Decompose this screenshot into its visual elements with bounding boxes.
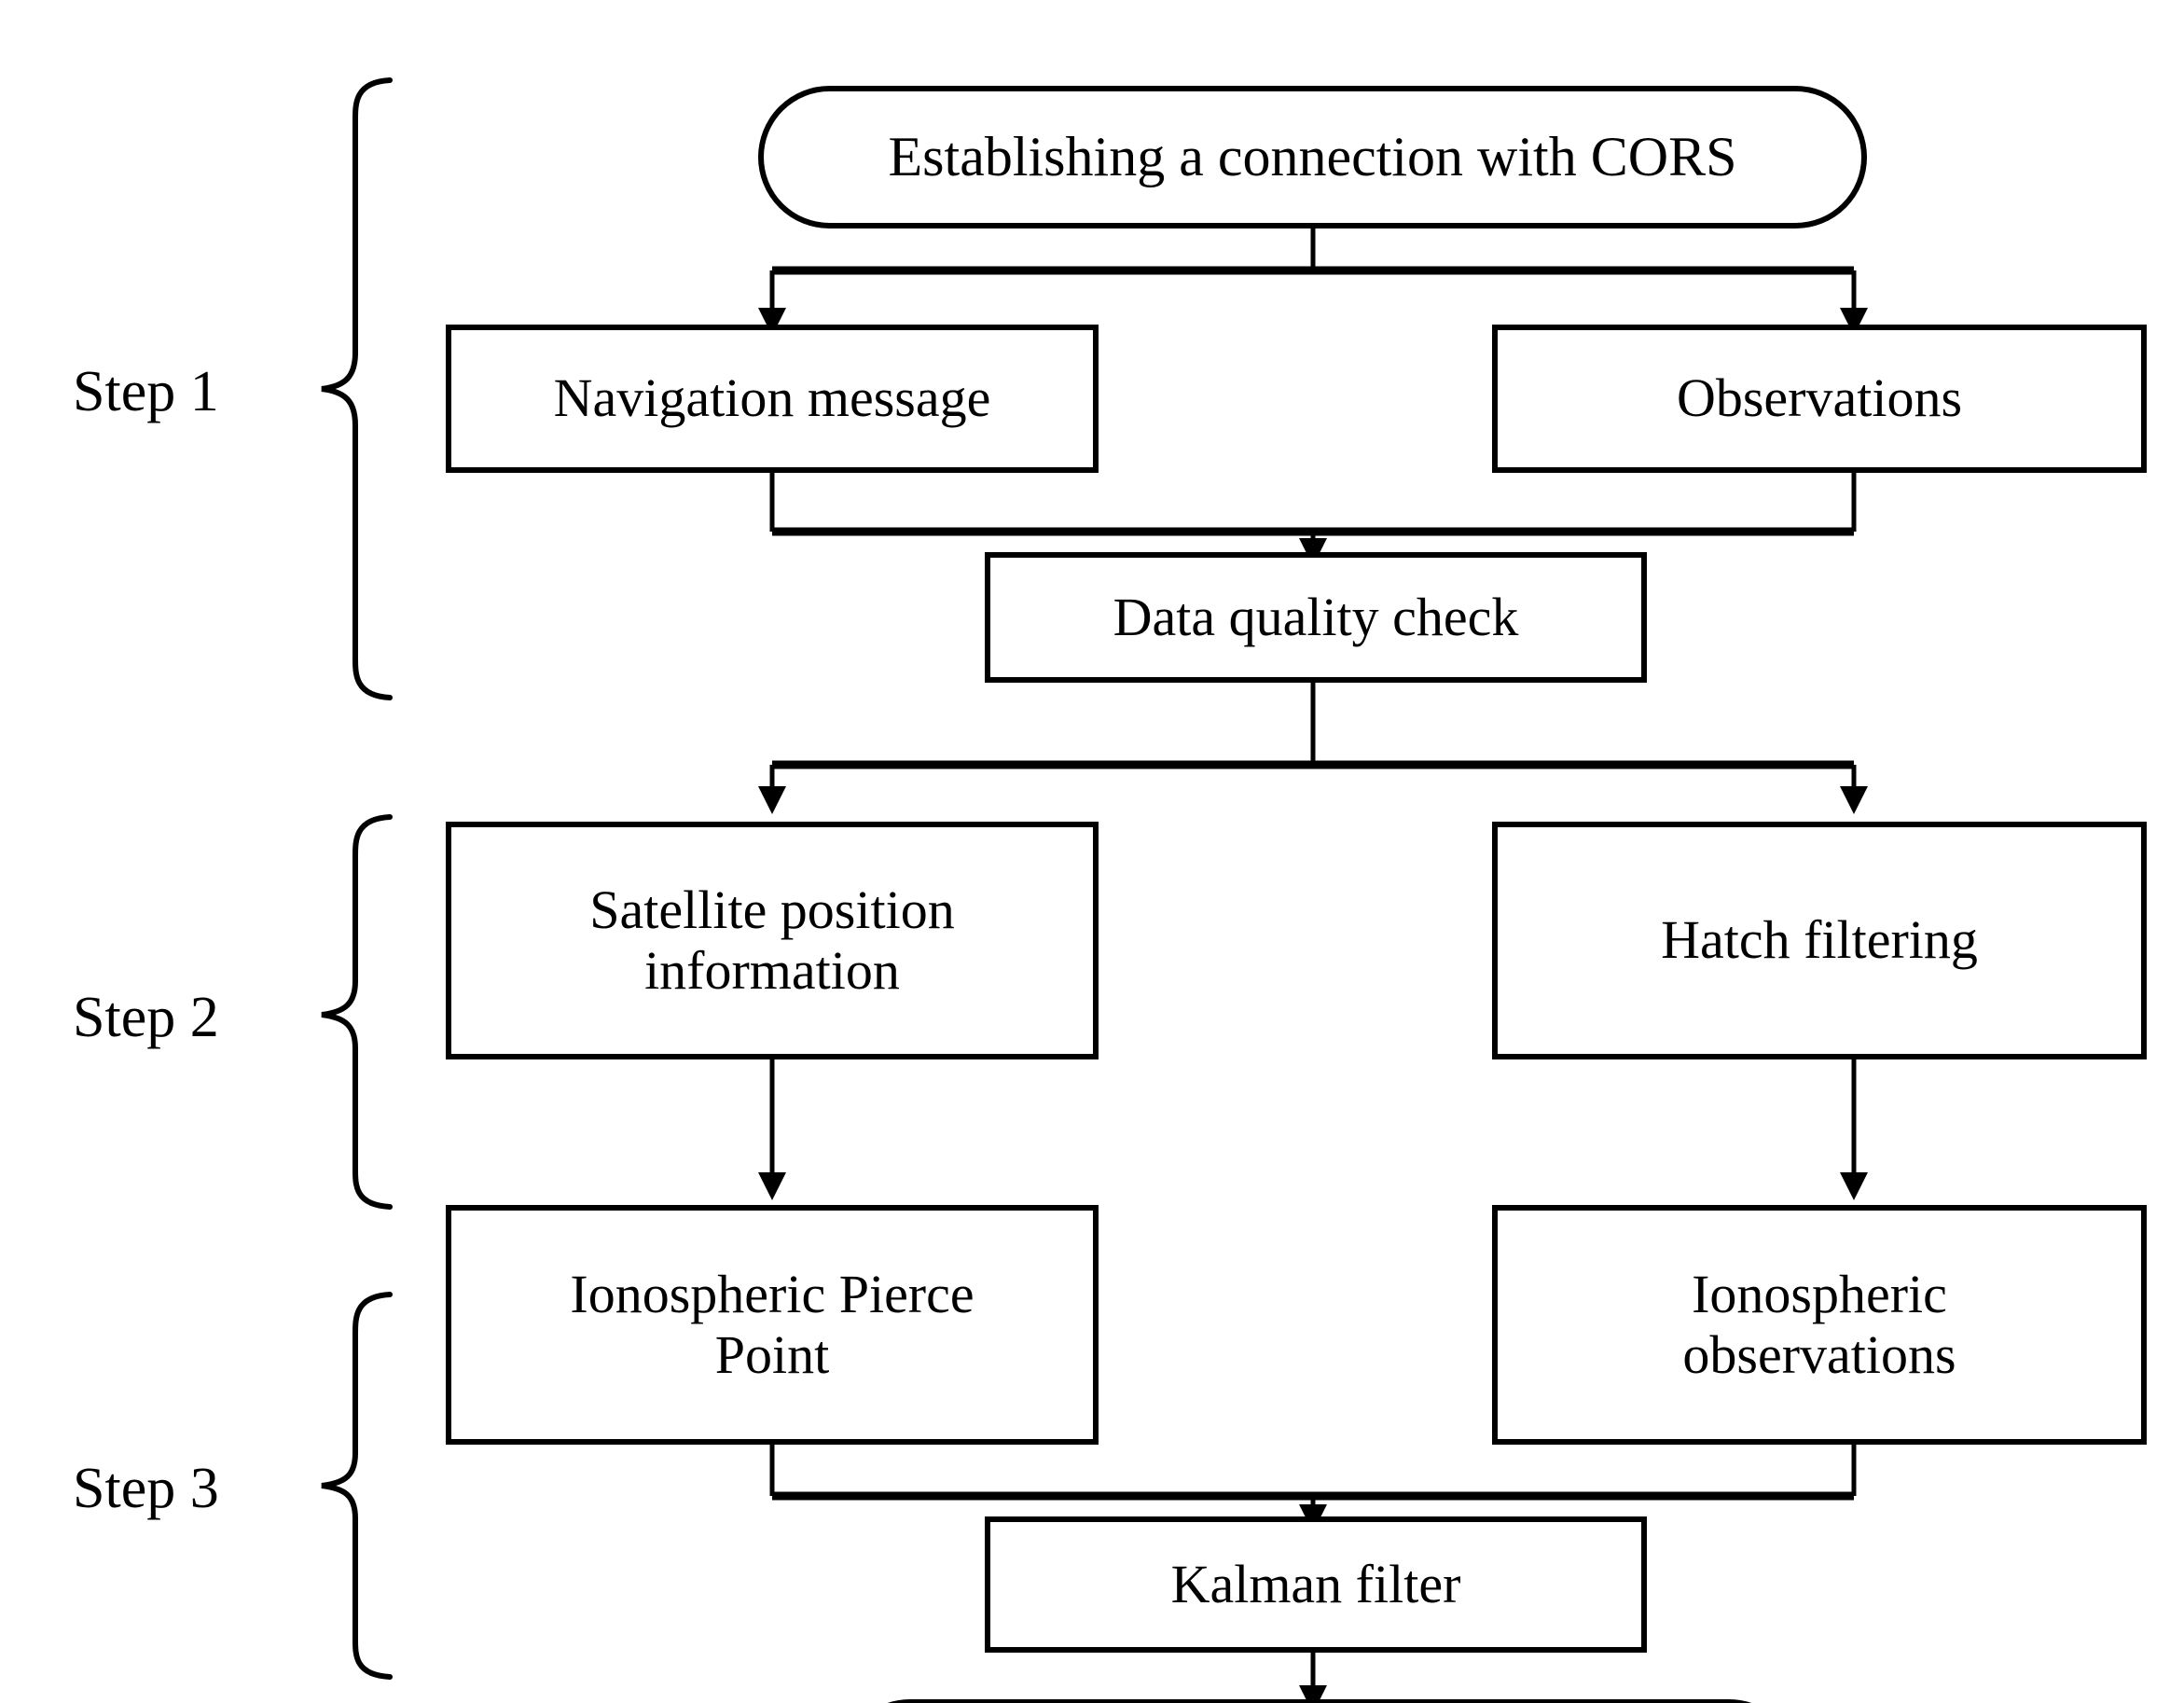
node-establishing-connection-cors[interactable]: Establishing a connection with CORS	[758, 86, 1867, 228]
node-observations[interactable]: Observations	[1492, 325, 2147, 473]
node-regional-ionosphere-model[interactable]: Regional ionosphere model	[839, 1699, 1800, 1703]
node-kalman-filter[interactable]: Kalman filter	[985, 1516, 1647, 1653]
step-label-2: Step 2	[73, 986, 219, 1049]
node-label: Kalman filter	[1170, 1553, 1461, 1614]
node-label: Establishing a connection with CORS	[888, 125, 1737, 187]
step-2-brace	[321, 814, 393, 1210]
node-label: Navigation message	[553, 367, 991, 429]
node-data-quality-check[interactable]: Data quality check	[985, 552, 1647, 683]
node-label: Ionospheric Pierce Point	[570, 1263, 975, 1385]
step-1-brace	[321, 77, 393, 700]
node-label: Hatch filtering	[1661, 909, 1978, 971]
step-3-brace	[321, 1292, 393, 1680]
node-label: Satellite position information	[589, 879, 955, 1001]
node-label: Observations	[1676, 367, 1963, 429]
node-hatch-filtering[interactable]: Hatch filtering	[1492, 822, 2147, 1059]
node-satellite-position-information[interactable]: Satellite position information	[446, 822, 1099, 1059]
node-label: Data quality check	[1113, 586, 1519, 647]
node-navigation-message[interactable]: Navigation message	[446, 325, 1099, 473]
node-ionospheric-pierce-point[interactable]: Ionospheric Pierce Point	[446, 1205, 1099, 1445]
node-label: Ionospheric observations	[1682, 1263, 1956, 1385]
node-ionospheric-observations[interactable]: Ionospheric observations	[1492, 1205, 2147, 1445]
step-label-3: Step 3	[73, 1457, 219, 1520]
step-label-1: Step 1	[73, 360, 219, 423]
